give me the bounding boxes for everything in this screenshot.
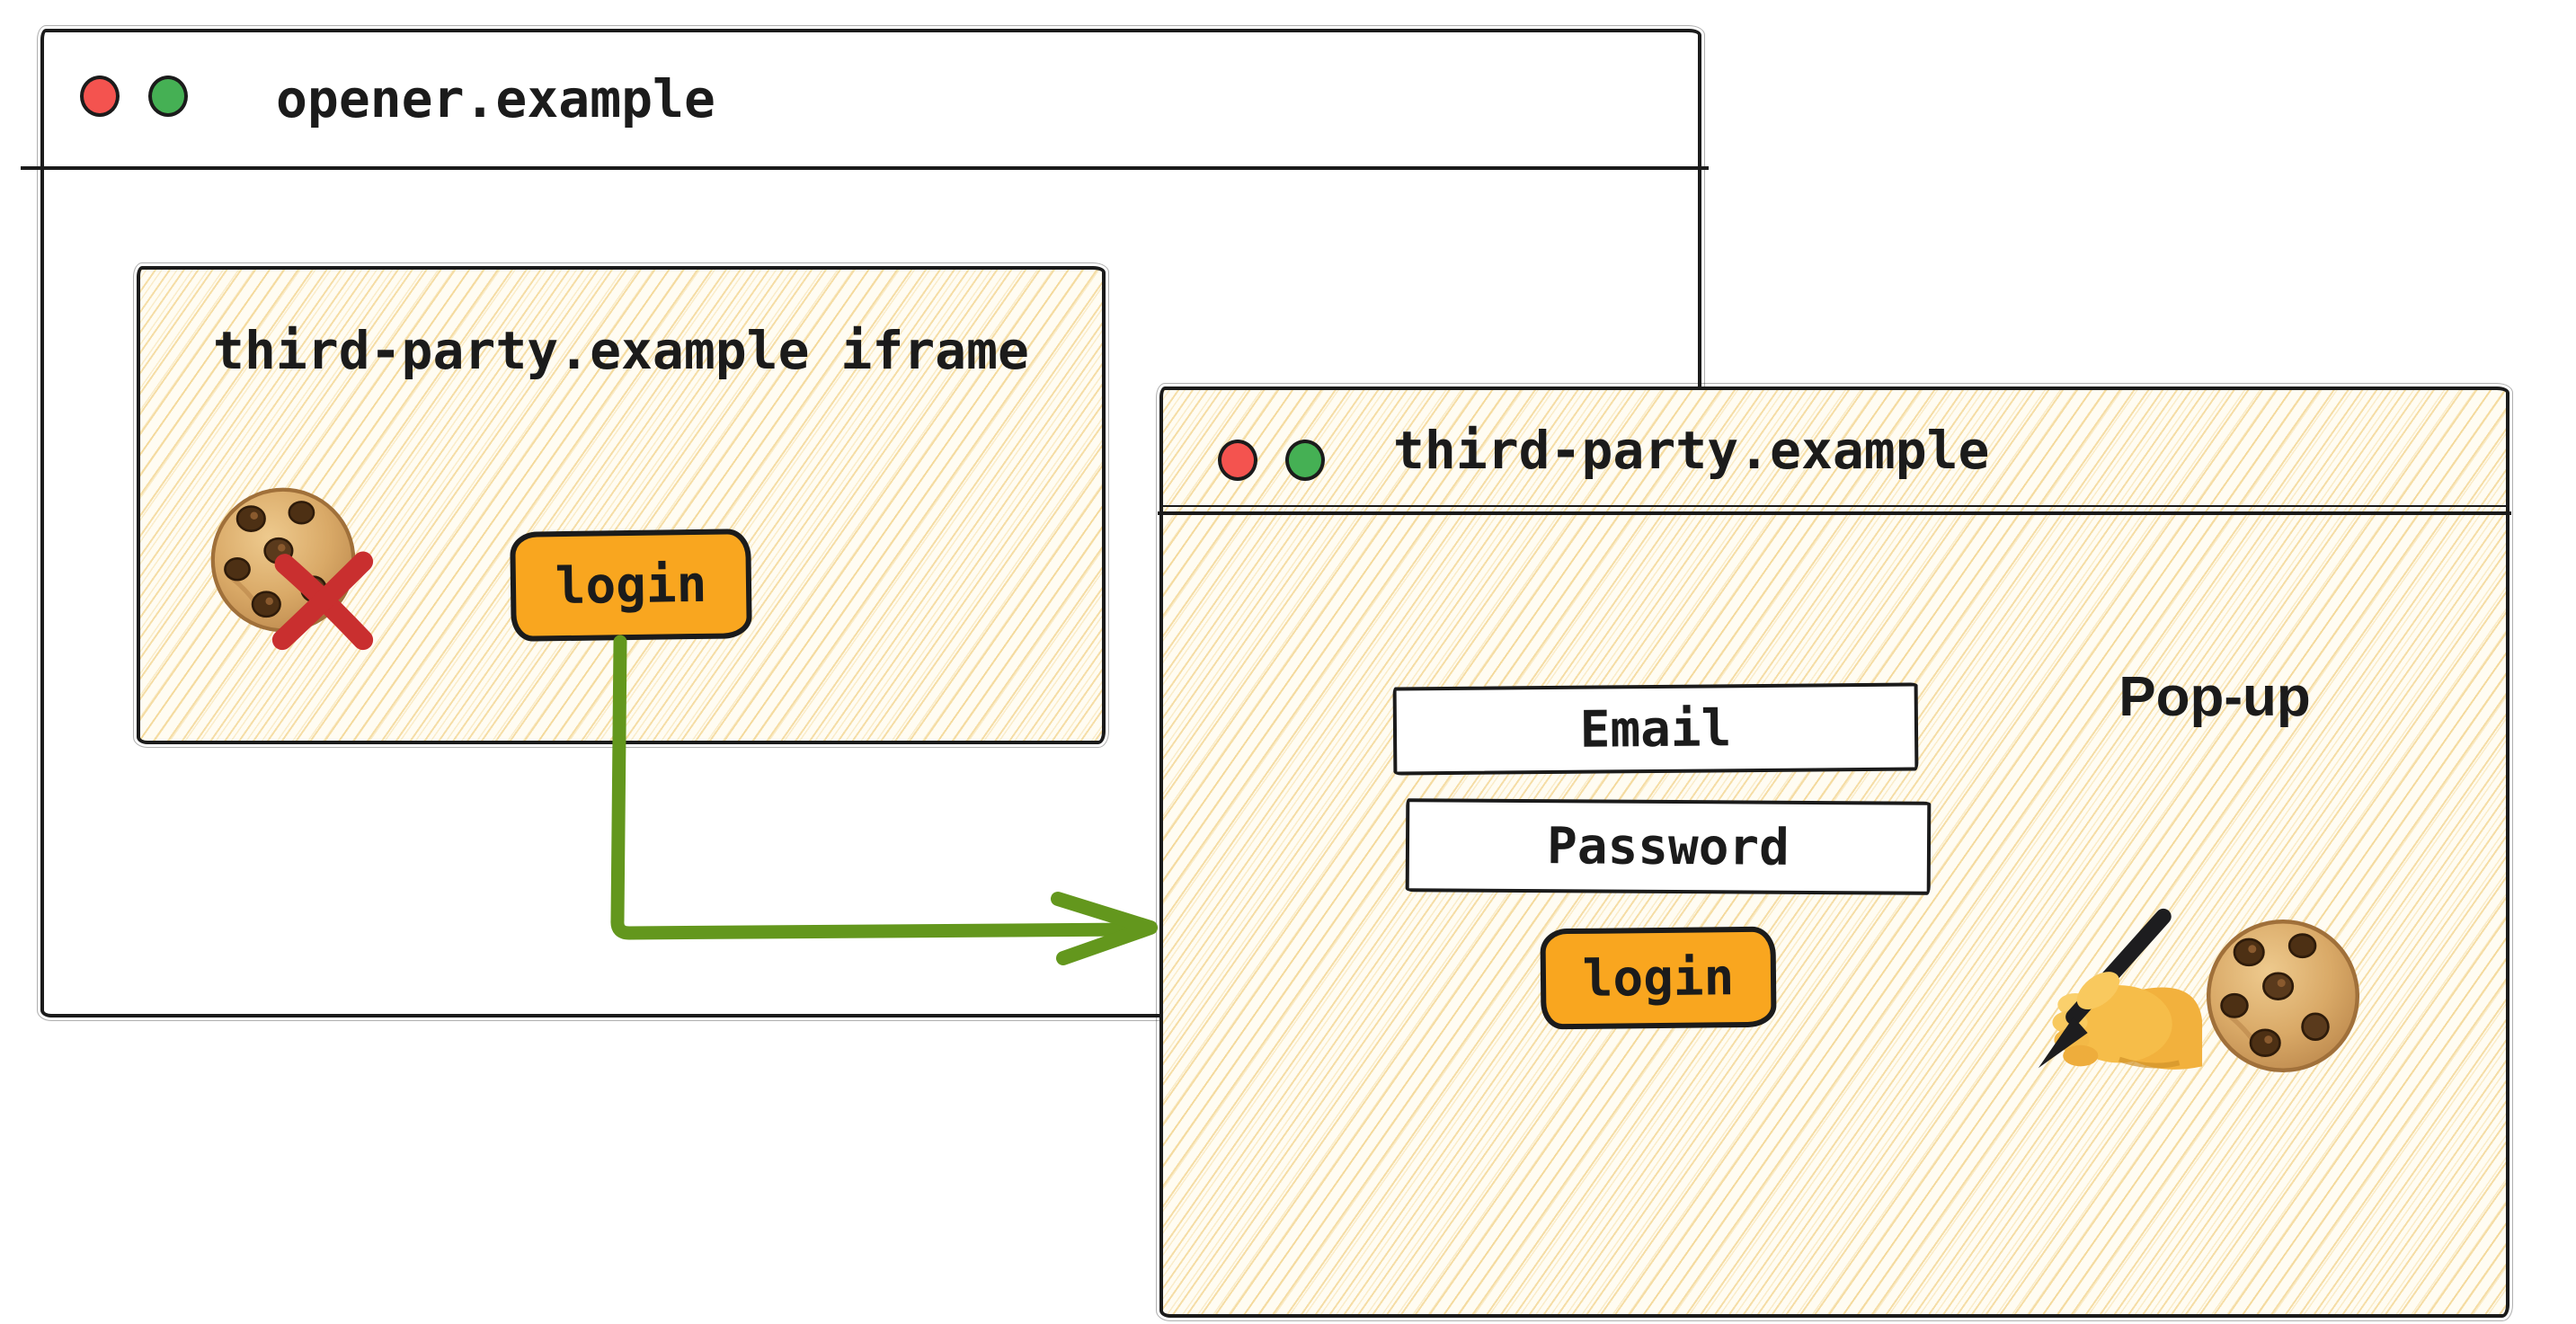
titlebar-separator xyxy=(21,166,1709,170)
titlebar-separator xyxy=(1163,505,2506,507)
opener-titlebar: opener.example xyxy=(44,32,1698,166)
opener-window-title: opener.example xyxy=(276,68,715,129)
popup-annotation-label: Pop-up xyxy=(2119,666,2311,728)
popup-browser-window: third-party.example Pop-up Email Passwor… xyxy=(1156,383,2513,1321)
blocked-cross-icon xyxy=(263,540,382,659)
iframe-label: third-party.example iframe xyxy=(213,320,1029,381)
popup-titlebar: third-party.example xyxy=(1163,390,2506,511)
close-window-icon[interactable] xyxy=(80,76,120,117)
email-field[interactable]: Email xyxy=(1392,682,1919,776)
popup-login-button[interactable]: login xyxy=(1540,926,1777,1030)
writing-hand-icon xyxy=(2028,904,2204,1080)
password-field[interactable]: Password xyxy=(1405,798,1932,895)
popup-window-title: third-party.example xyxy=(1393,420,1990,481)
minimize-window-icon xyxy=(148,76,188,117)
third-party-iframe: third-party.example iframe login xyxy=(133,262,1109,748)
cookie-icon xyxy=(2202,915,2364,1077)
titlebar-separator xyxy=(1158,511,2511,515)
close-window-icon[interactable] xyxy=(1218,440,1257,481)
iframe-login-button[interactable]: login xyxy=(510,529,752,642)
minimize-window-icon xyxy=(1285,440,1325,481)
